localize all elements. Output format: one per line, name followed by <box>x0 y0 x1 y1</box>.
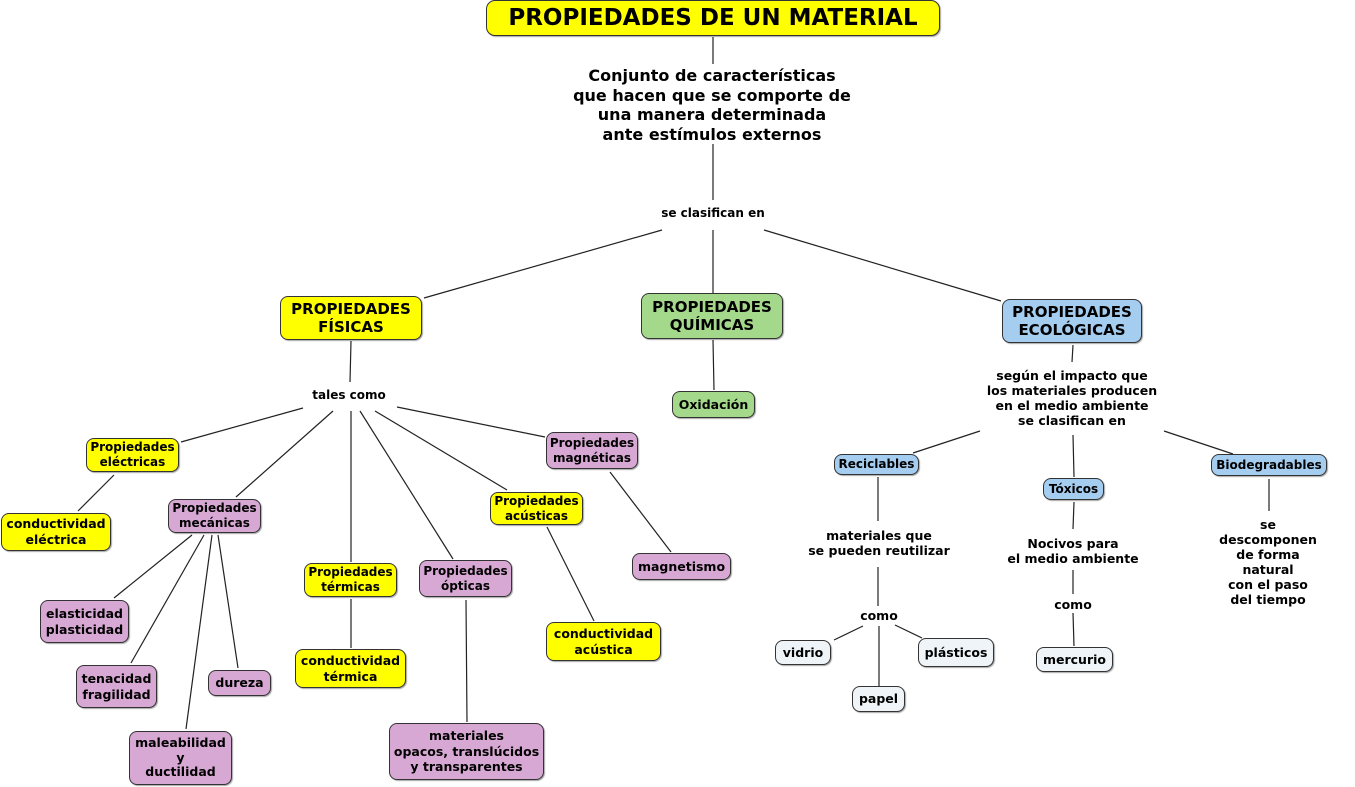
connector <box>712 339 715 391</box>
connector <box>609 471 672 553</box>
root-title-node[interactable]: PROPIEDADES DE UN MATERIAL <box>486 0 940 36</box>
node-vidrio[interactable]: vidrio <box>775 640 831 665</box>
node-papel[interactable]: papel <box>852 686 905 712</box>
node-conductividad-termica[interactable]: conductividad térmica <box>295 649 406 688</box>
connector <box>374 410 508 491</box>
node-propiedades-electricas[interactable]: Propiedades eléctricas <box>86 438 179 472</box>
node-magnetismo[interactable]: magnetismo <box>632 553 731 580</box>
reciclables-description: materiales que se pueden reutilizar <box>808 528 950 558</box>
toxicos-description: Nocivos para el medio ambiente <box>1007 536 1139 566</box>
node-dureza[interactable]: dureza <box>208 670 271 696</box>
link-segun-el-impacto: según el impacto que los materiales prod… <box>986 368 1158 428</box>
connector <box>763 229 1002 302</box>
node-propiedades-opticas[interactable]: Propiedades ópticas <box>419 560 512 597</box>
connector <box>912 430 981 454</box>
connector <box>1072 612 1075 647</box>
connector <box>833 625 864 641</box>
connector <box>113 534 193 599</box>
node-materiales-opacos[interactable]: materiales opacos, translúcidos y transp… <box>389 723 544 780</box>
connector <box>235 410 334 498</box>
node-maleabilidad-ductilidad[interactable]: maleabilidad y ductilidad <box>129 731 232 785</box>
node-propiedades-acusticas[interactable]: Propiedades acústicas <box>490 492 583 525</box>
root-title: PROPIEDADES DE UN MATERIAL <box>508 4 918 31</box>
node-tenacidad-fragilidad[interactable]: tenacidad fragilidad <box>76 665 157 708</box>
connector <box>423 229 663 299</box>
node-mercurio[interactable]: mercurio <box>1036 647 1113 672</box>
node-toxicos[interactable]: Tóxicos <box>1043 478 1104 500</box>
node-propiedades-ecologicas[interactable]: PROPIEDADES ECOLÓGICAS <box>1002 299 1142 343</box>
connector <box>359 410 454 560</box>
link-se-clasifican-en: se clasifican en <box>661 206 765 220</box>
node-biodegradables[interactable]: Biodegradables <box>1211 454 1327 476</box>
connector <box>130 534 205 664</box>
node-elasticidad-plasticidad[interactable]: elasticidad plasticidad <box>40 600 129 643</box>
link-como-reciclables: como <box>860 608 898 623</box>
node-conductividad-acustica[interactable]: conductividad acústica <box>546 622 661 661</box>
connector <box>396 406 546 438</box>
node-propiedades-magneticas[interactable]: Propiedades magnéticas <box>546 432 638 469</box>
node-conductividad-electrica[interactable]: conductividad eléctrica <box>1 513 111 551</box>
biodegradables-description: se descomponen de forma natural con el p… <box>1219 517 1317 607</box>
connector <box>1163 430 1234 455</box>
connector <box>217 534 239 669</box>
connector <box>1072 501 1075 530</box>
node-propiedades-quimicas[interactable]: PROPIEDADES QUÍMICAS <box>641 293 783 339</box>
link-tales-como: tales como <box>312 388 386 402</box>
root-definition: Conjunto de características que hacen qu… <box>573 66 851 144</box>
node-oxidacion[interactable]: Oxidación <box>672 391 755 418</box>
connector <box>1072 434 1075 478</box>
connector <box>180 407 304 443</box>
connector <box>77 474 115 512</box>
link-como-toxicos: como <box>1054 597 1092 612</box>
connector <box>349 340 352 383</box>
node-plasticos[interactable]: plásticos <box>918 638 994 667</box>
connector <box>185 534 213 730</box>
node-propiedades-fisicas[interactable]: PROPIEDADES FÍSICAS <box>280 296 422 340</box>
connector <box>465 599 468 723</box>
connector <box>894 624 923 639</box>
connector <box>546 526 595 622</box>
node-propiedades-termicas[interactable]: Propiedades térmicas <box>304 563 397 597</box>
node-reciclables[interactable]: Reciclables <box>834 454 919 475</box>
node-propiedades-mecanicas[interactable]: Propiedades mecánicas <box>168 499 261 533</box>
connector <box>1071 344 1074 363</box>
